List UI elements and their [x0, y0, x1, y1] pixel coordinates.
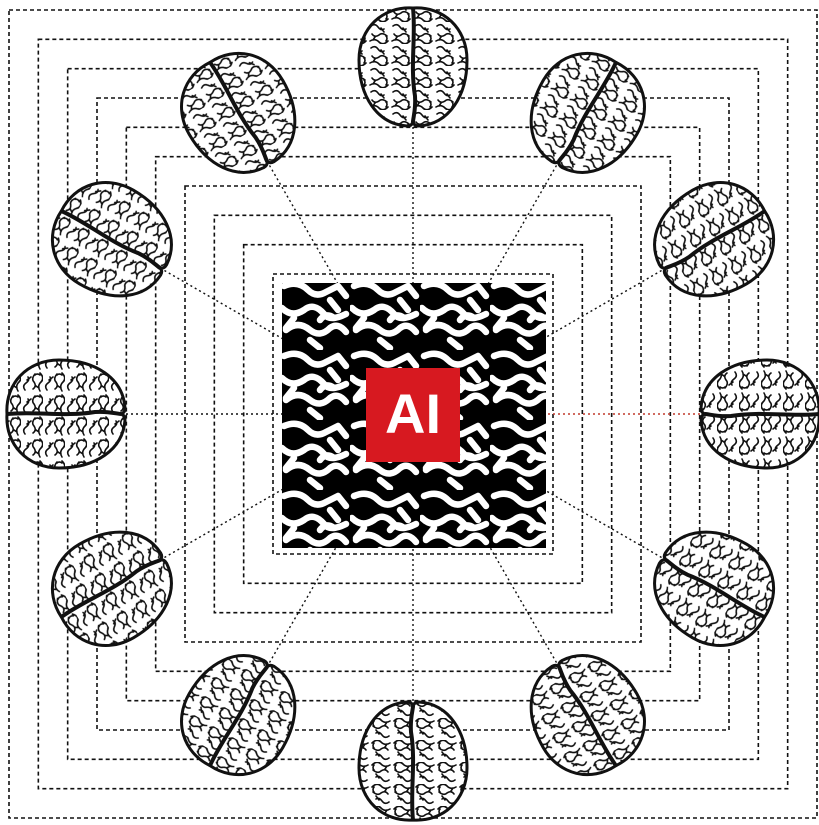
brain-icon [163, 35, 316, 191]
brain-fissure [705, 414, 819, 416]
brain-icon [359, 8, 467, 126]
brain-fissure [413, 8, 415, 122]
brain-icon [7, 360, 125, 468]
brain-icon [34, 164, 190, 317]
brain-icon [635, 511, 791, 664]
center-panel: AI [282, 283, 546, 548]
ai-badge-label: AI [385, 382, 441, 445]
brain-icon [359, 702, 467, 820]
brain-fissure [411, 706, 413, 820]
brain-icon [635, 164, 791, 317]
brain-icon [510, 636, 663, 792]
brain-icon [510, 35, 663, 191]
brain-fissure [7, 412, 121, 414]
brain-icon [34, 511, 190, 664]
brain-icon [701, 360, 819, 468]
brain-icon [163, 636, 316, 792]
